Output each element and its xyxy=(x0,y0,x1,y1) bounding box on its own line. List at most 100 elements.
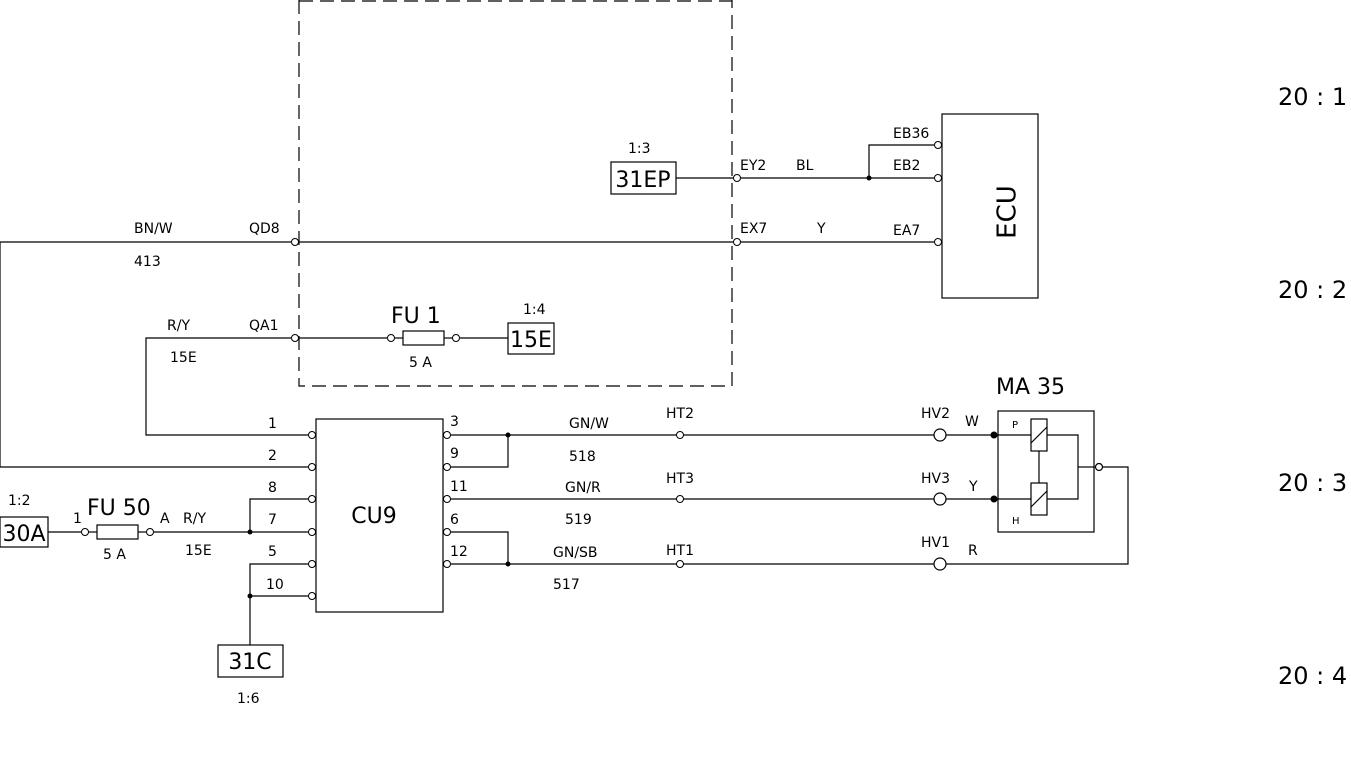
junction-dot xyxy=(866,175,872,181)
ecu-label: ECU xyxy=(993,185,1023,239)
label-31ep: 31EP xyxy=(615,168,670,193)
ref-1-3: 1:3 xyxy=(628,141,651,157)
cu9-pin-label: 11 xyxy=(450,479,468,495)
box-31c xyxy=(217,644,284,678)
junction-dot xyxy=(247,529,253,535)
fu50-body xyxy=(96,524,139,540)
pin-eb36: EB36 xyxy=(893,126,929,142)
pin-eb2: EB2 xyxy=(893,158,920,174)
label-hv1: HV1 xyxy=(921,535,950,551)
terminal-ht3 xyxy=(676,495,684,503)
ma35-pin-w: W xyxy=(965,414,979,430)
wire-num-518: 518 xyxy=(569,449,596,465)
wire-hv1-ma35 xyxy=(946,466,1129,565)
wire-pin8-7-bridge xyxy=(249,498,308,532)
wire-eb36-branch xyxy=(868,144,934,178)
ma35-p-label: P xyxy=(1012,420,1018,431)
fu50-terminal-out xyxy=(146,528,154,536)
ecu-box xyxy=(941,113,1039,299)
ma35-label: MA 35 xyxy=(996,375,1065,400)
cu9-pin-label: 7 xyxy=(268,512,277,528)
label-ht3: HT3 xyxy=(666,471,694,487)
cu9-pin-5 xyxy=(308,560,316,568)
cu9-pin-label: 5 xyxy=(268,544,277,560)
zone-marker: 20 : 2 xyxy=(1278,276,1347,304)
ma35-h-label: H xyxy=(1012,516,1020,527)
cu9-pin-9 xyxy=(443,463,451,471)
fu1-rating: 5 A xyxy=(409,355,432,371)
cu9-pin-7 xyxy=(308,528,316,536)
label-31c: 31C xyxy=(228,650,271,675)
box-15e xyxy=(507,322,555,355)
terminal-ht1 xyxy=(676,560,684,568)
terminal-ea7 xyxy=(934,238,942,246)
conn-ey2: EY2 xyxy=(740,158,766,174)
wire-num-413: 413 xyxy=(134,254,161,270)
cu9-pin-11 xyxy=(443,495,451,503)
cu9-pin-6 xyxy=(443,528,451,536)
wire-pin6-bridge xyxy=(451,531,509,564)
ma35-node-w xyxy=(990,431,998,439)
wire-color-y: Y xyxy=(816,221,826,237)
ma35-switch-slash xyxy=(1030,426,1048,444)
ma35-pin-y: Y xyxy=(968,479,978,495)
junction-dot xyxy=(505,561,511,567)
cu9-pin-12 xyxy=(443,560,451,568)
wire-pin5-ground xyxy=(249,563,308,645)
cu9-pin-2 xyxy=(308,463,316,471)
terminal-ht2 xyxy=(676,431,684,439)
wire-color-bnw: BN/W xyxy=(134,221,173,237)
terminal-ex7 xyxy=(733,238,741,246)
wire-num-15e: 15E xyxy=(170,350,197,366)
cu9-pin-10 xyxy=(308,592,316,600)
cu9-pin-label: 2 xyxy=(268,448,277,464)
label-hv2: HV2 xyxy=(921,406,950,422)
label-30a: 30A xyxy=(2,522,45,547)
cu9-pin-label: 10 xyxy=(266,577,284,593)
ma35-box xyxy=(997,410,1095,533)
cu9-pin-label: 9 xyxy=(450,446,459,462)
conn-ex7: EX7 xyxy=(740,221,767,237)
fu50-pin-in: 1 xyxy=(73,511,82,527)
fu1-body xyxy=(402,330,445,346)
conn-qa1: QA1 xyxy=(249,318,279,334)
cu9-label: CU9 xyxy=(351,504,396,529)
fu1-terminal-out xyxy=(452,334,460,342)
fu50-name: FU 50 xyxy=(87,496,151,521)
ma35-node-r xyxy=(1094,462,1104,472)
ma35-node-y xyxy=(990,495,998,503)
cu9-pin-label: 8 xyxy=(268,480,277,496)
dashed-enclosure xyxy=(298,0,733,387)
fu50-terminal-in xyxy=(81,528,89,536)
ref-1-6: 1:6 xyxy=(237,691,260,707)
junction-dot xyxy=(247,593,253,599)
label-ht2: HT2 xyxy=(666,406,694,422)
cu9-pin-1 xyxy=(308,431,316,439)
terminal-eb2 xyxy=(934,174,942,182)
wire-pin9-bridge xyxy=(451,435,509,468)
ref-1-2: 1:2 xyxy=(8,493,31,509)
cu9-pin-label: 6 xyxy=(450,512,459,528)
connector-hv1 xyxy=(933,557,947,571)
wire-num-517: 517 xyxy=(553,577,580,593)
wire-color-ry-2: R/Y xyxy=(183,511,206,527)
wire-color-gnsb: GN/SB xyxy=(553,545,598,561)
cu9-pin-8 xyxy=(308,495,316,503)
zone-marker: 20 : 4 xyxy=(1278,662,1347,690)
zone-marker: 20 : 3 xyxy=(1278,469,1347,497)
connector-hv3 xyxy=(933,492,947,506)
fu1-terminal-in xyxy=(387,334,395,342)
cu9-pin-label: 3 xyxy=(450,414,459,430)
wire-color-gnw: GN/W xyxy=(569,416,609,432)
zone-marker: 20 : 1 xyxy=(1278,83,1347,111)
ref-1-4: 1:4 xyxy=(523,302,546,318)
wire-bnw xyxy=(0,241,308,468)
terminal-qd8 xyxy=(291,238,299,246)
terminal-ey2 xyxy=(733,174,741,182)
ma35-internal-common xyxy=(1047,434,1079,500)
ma35-switch-slash xyxy=(1030,490,1048,508)
label-15e-box: 15E xyxy=(510,328,552,353)
pin-ea7: EA7 xyxy=(893,223,920,239)
wire-color-bl: BL xyxy=(796,158,814,174)
